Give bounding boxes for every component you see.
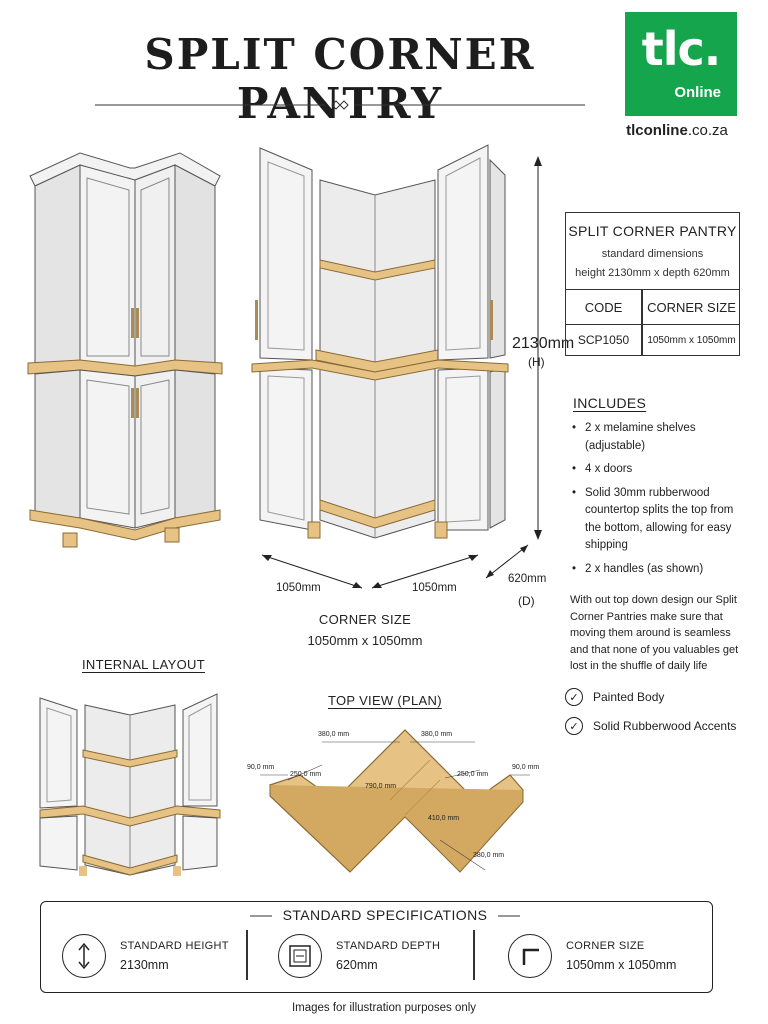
product-code-table: SPLIT CORNER PANTRY standard dimensions …: [565, 212, 740, 356]
table-heading: SPLIT CORNER PANTRY: [568, 223, 737, 239]
check-icon: ✓: [565, 688, 583, 706]
open-pantry-illustration: [251, 144, 542, 589]
table-divider: [641, 289, 643, 355]
includes-list: 2 x melamine shelves (adjustable) 4 x do…: [570, 420, 745, 584]
width-right-dimension: 1050mm: [412, 582, 457, 594]
plan-dim-410: 410,0 mm: [428, 815, 460, 822]
corner-size-value: 1050mm x 1050mm: [307, 633, 423, 648]
corner-size-label: CORNER SIZE: [318, 612, 412, 627]
height-dimension: 2130mm: [512, 335, 575, 352]
website-domain: tlconline: [626, 122, 688, 139]
list-item: 2 x melamine shelves (adjustable): [570, 420, 745, 455]
specs-title-rules: [250, 915, 520, 917]
brand-logo[interactable]: tlc. Online: [625, 12, 737, 116]
corner-angle-icon: [508, 934, 552, 978]
plan-dim-250-right: 250,0 mm: [457, 771, 489, 778]
product-description: With out top down design our Split Corne…: [570, 594, 739, 672]
title-divider: [95, 100, 585, 110]
plan-dim-90-left: 90,0 mm: [247, 764, 275, 771]
spec-corner-size: CORNER SIZE 1050mm x 1050mm: [508, 928, 676, 984]
feature-painted-body: ✓ Painted Body: [565, 687, 745, 707]
feature-rubberwood-accents: ✓ Solid Rubberwood Accents: [565, 716, 745, 736]
website-link[interactable]: tlconline.co.za: [612, 122, 742, 139]
internal-layout-illustration: [39, 693, 221, 876]
internal-layout-title: INTERNAL LAYOUT: [82, 657, 205, 672]
spec-value: 1050mm x 1050mm: [566, 958, 677, 972]
code-cell: SCP1050: [577, 333, 630, 347]
corner-size-cell: 1050mm x 1050mm: [647, 334, 736, 346]
list-item: 2 x handles (as shown): [570, 561, 745, 579]
table-subtitle: standard dimensions: [601, 248, 704, 260]
corner-size-header: CORNER SIZE: [647, 299, 736, 315]
specs-title: STANDARD SPECIFICATIONS: [280, 907, 490, 923]
includes-title: INCLUDES: [573, 395, 647, 411]
vertical-arrows-icon: [62, 934, 106, 978]
standard-specifications-panel: [40, 901, 713, 993]
list-item: 4 x doors: [570, 461, 745, 479]
depth-tag: (D): [518, 594, 535, 608]
plan-dim-250-left: 250,0 mm: [290, 771, 322, 778]
plan-dim-380-left: 380,0 mm: [318, 731, 350, 738]
page-title: SPLIT CORNER PANTRY: [144, 30, 536, 128]
width-left-dimension: 1050mm: [276, 582, 321, 594]
logo-subtitle: Online: [674, 84, 721, 101]
logo-wordmark: tlc.: [641, 22, 722, 76]
spec-label: CORNER SIZE: [566, 940, 645, 952]
table-header-row: CODE CORNER SIZE: [566, 289, 739, 325]
spec-label: STANDARD DEPTH: [336, 940, 441, 952]
table-row: SCP1050 1050mm x 1050mm: [566, 325, 739, 355]
spec-label: STANDARD HEIGHT: [120, 940, 229, 952]
depth-dimension: 620mm: [508, 573, 547, 585]
closed-pantry-illustration: [27, 152, 223, 548]
footer-disclaimer: Images for illustration purposes only: [291, 1002, 477, 1014]
table-dimensions: height 2130mm x depth 620mm: [575, 267, 730, 279]
top-view-plan-drawing: [260, 729, 530, 873]
website-tld: .co.za: [687, 122, 728, 139]
plan-dim-790: 790,0 mm: [365, 783, 397, 790]
feature-label: Painted Body: [593, 690, 665, 704]
depth-box-icon: [278, 934, 322, 978]
spec-value: 2130mm: [120, 958, 169, 972]
plan-title: TOP VIEW (PLAN): [328, 693, 442, 708]
list-item: Solid 30mm rubberwood countertop splits …: [570, 485, 745, 555]
height-tag: (H): [528, 355, 545, 369]
spec-value: 620mm: [336, 958, 378, 972]
plan-dim-380-bottom: 380,0 mm: [473, 852, 505, 859]
check-icon: ✓: [565, 717, 583, 735]
feature-label: Solid Rubberwood Accents: [593, 719, 737, 733]
spec-depth: STANDARD DEPTH 620mm: [278, 928, 440, 984]
spec-divider: [246, 930, 248, 980]
plan-dim-380-right: 380,0 mm: [421, 731, 453, 738]
code-header: CODE: [584, 299, 623, 315]
spec-height: STANDARD HEIGHT 2130mm: [62, 928, 229, 984]
plan-dim-90-right: 90,0 mm: [512, 764, 540, 771]
spec-divider: [473, 930, 475, 980]
